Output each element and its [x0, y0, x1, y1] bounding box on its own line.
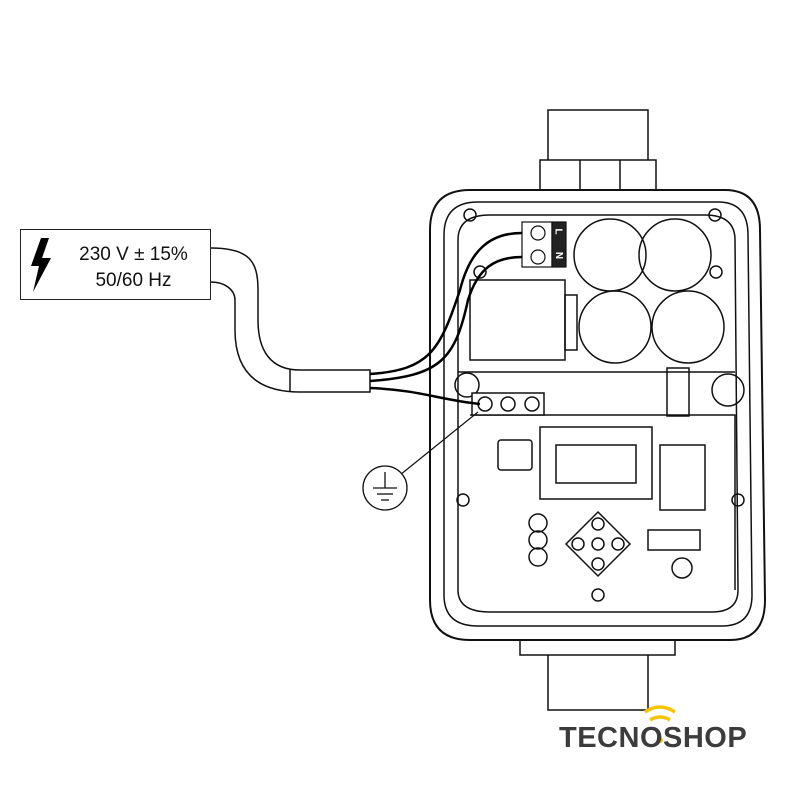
ground-symbol-icon [362, 465, 408, 511]
power-spec-label: 230 V ± 15% 50/60 Hz [20, 229, 211, 300]
top-pipe [547, 109, 649, 166]
cable-sheath [210, 247, 371, 393]
brand-wifi-icon [644, 705, 676, 722]
line-neutral-terminal [521, 221, 567, 268]
lightning-bolt-icon [31, 238, 51, 292]
display [539, 426, 653, 500]
terminal-n-label: N [553, 251, 565, 260]
wire-earth [369, 386, 481, 406]
brand-logo: TECNOSHOP [559, 722, 748, 754]
frequency-text: 50/60 Hz [95, 270, 172, 291]
voltage-text: 230 V ± 15% [79, 244, 188, 265]
bottom-pipe [547, 649, 649, 711]
terminal-l-label: L [552, 228, 564, 235]
wire-neutral [369, 255, 523, 383]
wire-line [369, 231, 523, 376]
